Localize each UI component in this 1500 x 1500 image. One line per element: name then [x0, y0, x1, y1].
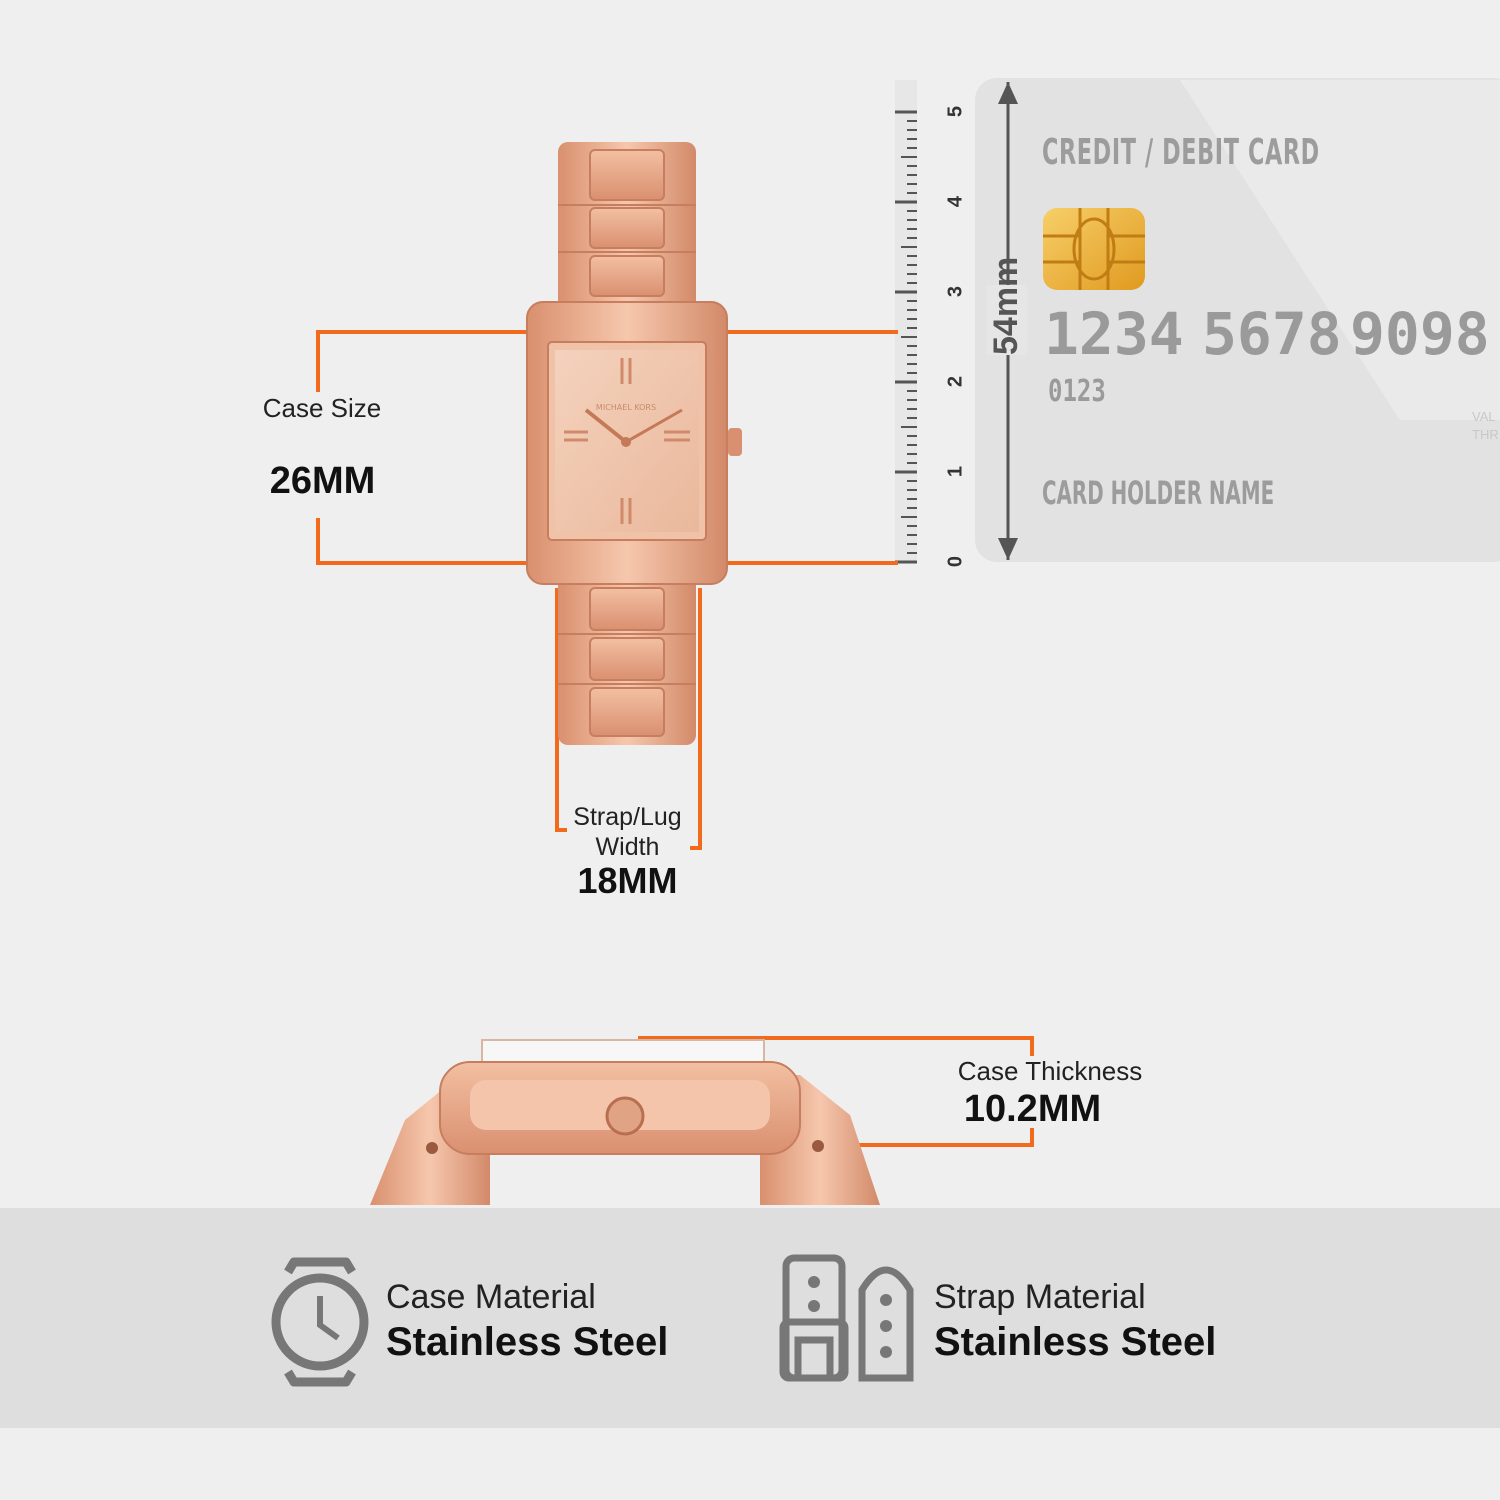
chip-icon [1043, 208, 1145, 290]
card-number-group-2: 5678 [1202, 300, 1342, 368]
ruler-number: 4 [944, 195, 967, 208]
card-title: CREDIT / DEBIT CARD [1042, 132, 1320, 173]
case-size-value: 26MM [269, 460, 376, 502]
watch-front-image: MICHAEL KORS [526, 142, 742, 745]
case-size-label: Case Size [262, 393, 382, 423]
card-number-group-1: 1234 [1044, 300, 1184, 368]
card-dimension-label: 54mm [987, 256, 1027, 355]
case-thickness-label: Case Thickness [957, 1056, 1143, 1086]
strap-icon [779, 1254, 914, 1382]
ruler-number: 2 [944, 375, 967, 388]
materials-band [0, 1208, 1500, 1428]
watch-side-image [370, 1039, 880, 1205]
case-thickness-value: 10.2MM [963, 1088, 1102, 1130]
ruler-number: 3 [944, 285, 967, 298]
ruler-number: 0 [944, 555, 967, 568]
card-number-group-3: 9098 [1350, 300, 1490, 368]
ruler [895, 80, 917, 564]
card-small-number: 0123 [1048, 374, 1106, 409]
case-material-value: Stainless Steel [386, 1320, 669, 1364]
watch-icon [271, 1257, 369, 1387]
strap-width-bracket [555, 588, 702, 850]
card-valid-text: VAL THR [1472, 409, 1499, 443]
strap-material-value: Stainless Steel [934, 1320, 1217, 1364]
card-holder-name: CARD HOLDER NAME [1042, 474, 1275, 512]
credit-card [975, 78, 1500, 562]
strap-material-label: Strap Material [934, 1278, 1146, 1316]
ruler-number: 5 [944, 105, 967, 118]
strap-width-value: 18MM [577, 860, 678, 901]
strap-width-label: Strap/Lug Width [573, 803, 682, 861]
case-material-label: Case Material [386, 1278, 596, 1316]
svg-text:MICHAEL KORS: MICHAEL KORS [596, 403, 656, 412]
ruler-number: 1 [944, 465, 967, 478]
